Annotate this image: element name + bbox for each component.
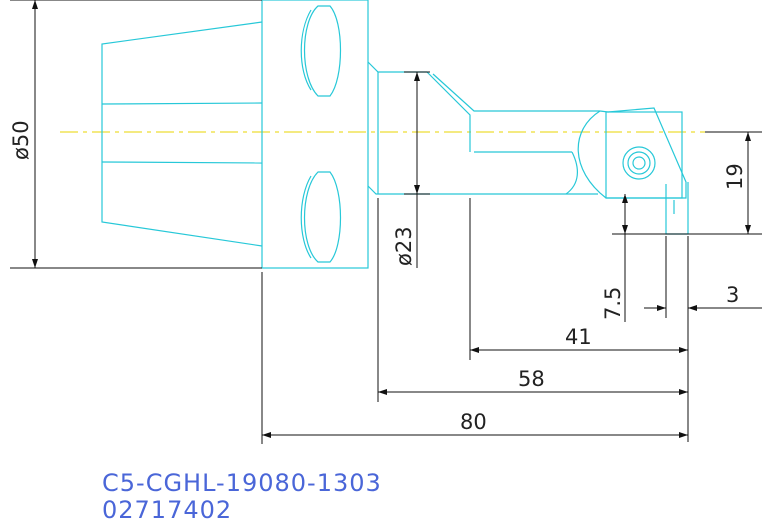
tool-boring-bar bbox=[367, 61, 600, 195]
part-code: C5-CGHL-19080-1303 bbox=[102, 469, 382, 497]
label-41: 41 bbox=[565, 325, 592, 349]
dim-80 bbox=[261, 272, 688, 444]
dim-58 bbox=[377, 198, 688, 402]
tool-flange bbox=[261, 0, 369, 269]
label-80: 80 bbox=[460, 410, 487, 434]
tool-head-insert bbox=[577, 107, 689, 235]
label-3: 3 bbox=[726, 283, 739, 307]
label-58: 58 bbox=[518, 367, 545, 391]
dim-19 bbox=[688, 131, 762, 235]
label-19: 19 bbox=[723, 163, 747, 190]
label-7-5: 7.5 bbox=[601, 287, 625, 320]
dim-3 bbox=[644, 236, 762, 442]
order-number: 02717402 bbox=[102, 496, 232, 523]
tool-taper-shank bbox=[101, 21, 263, 247]
dim-41 bbox=[469, 198, 688, 360]
label-diameter-50: ø50 bbox=[9, 120, 33, 160]
label-diameter-23: ø23 bbox=[392, 226, 416, 266]
dim-diameter-23 bbox=[404, 71, 430, 268]
dim-diameter-50 bbox=[10, 0, 262, 269]
dim-7-5 bbox=[612, 194, 688, 322]
